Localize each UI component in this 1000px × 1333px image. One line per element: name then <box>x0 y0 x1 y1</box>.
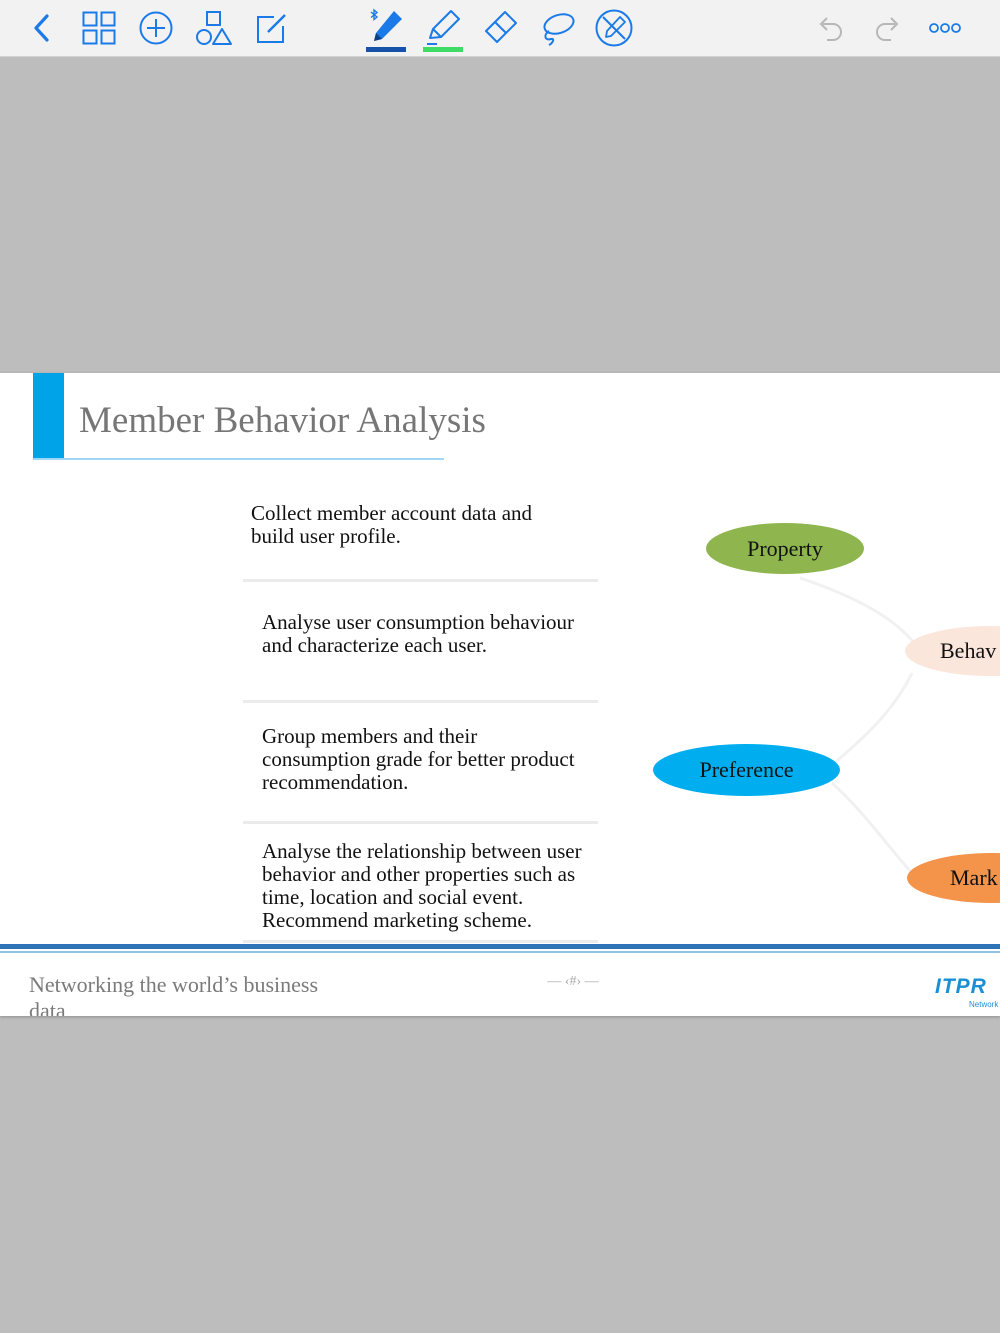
back-button[interactable] <box>20 6 64 50</box>
eraser-tool-button[interactable] <box>478 6 522 50</box>
list-item: Analyse user consumption behaviour and c… <box>262 611 574 657</box>
footer-divider <box>0 944 1000 949</box>
node-label: Preference <box>699 757 794 782</box>
list-item-line: Group members and their <box>262 724 478 748</box>
pen-tool-button[interactable] <box>364 6 408 52</box>
pen-color-indicator <box>366 47 406 52</box>
pen-off-icon <box>595 9 633 47</box>
list-item: Analyse the relationship between user be… <box>262 840 582 932</box>
undo-icon <box>819 17 842 41</box>
footer-tagline-line: data <box>29 998 66 1016</box>
shapes-button[interactable] <box>192 6 236 50</box>
eraser-icon <box>485 11 517 43</box>
slide-canvas[interactable]: Member Behavior Analysis Collect member … <box>0 373 1000 1016</box>
redo-icon <box>876 17 899 41</box>
list-item: Group members and their consumption grad… <box>262 725 575 794</box>
disable-pen-button[interactable] <box>592 6 636 50</box>
item-divider <box>243 940 598 943</box>
list-item-line: recommendation. <box>262 770 409 794</box>
shapes-icon <box>196 11 232 45</box>
edit-square-icon <box>257 14 286 43</box>
more-icon <box>929 23 961 33</box>
chevron-left-icon <box>34 14 49 42</box>
item-divider <box>243 700 598 703</box>
more-button[interactable] <box>923 6 967 50</box>
list-item-line: behavior and other properties such as <box>262 862 576 886</box>
item-divider <box>243 579 598 582</box>
node-label: Mark <box>950 865 998 890</box>
list-item-line: Analyse user consumption behaviour <box>262 610 575 634</box>
diagram-connectors <box>799 576 924 875</box>
slide-title: Member Behavior Analysis <box>79 400 486 441</box>
list-item-line: build user profile. <box>251 524 401 548</box>
title-accent-bar <box>33 373 64 459</box>
lasso-tool-button[interactable] <box>535 6 579 50</box>
add-button[interactable] <box>134 6 178 50</box>
plus-circle-icon <box>139 11 173 45</box>
company-logo-subtext: Network <box>969 1000 999 1009</box>
list-item: Collect member account data and build us… <box>251 502 532 548</box>
list-item-line: Recommend marketing scheme. <box>262 908 532 932</box>
redo-button[interactable] <box>866 6 910 50</box>
edit-button[interactable] <box>249 6 293 50</box>
list-item-line: time, location and social event. <box>262 885 524 909</box>
node-label: Property <box>747 535 823 561</box>
highlighter-color-indicator <box>423 47 463 52</box>
node-property[interactable]: Property <box>706 523 864 574</box>
undo-button[interactable] <box>808 6 852 50</box>
node-preference[interactable]: Preference <box>653 744 840 796</box>
page-number: — ‹#› — <box>547 974 599 989</box>
bluetooth-pen-icon <box>370 8 402 41</box>
title-underline <box>33 458 444 460</box>
node-label: Behav <box>940 638 997 663</box>
highlighter-icon <box>427 10 460 45</box>
company-logo: ITPR <box>935 975 987 998</box>
thumbnails-button[interactable] <box>77 6 121 50</box>
list-item-line: Analyse the relationship between user <box>262 839 582 863</box>
list-item-line: consumption grade for better product <box>262 747 575 771</box>
highlighter-tool-button[interactable] <box>421 6 465 52</box>
footer-tagline-line: Networking the world’s business <box>29 972 319 997</box>
top-toolbar <box>0 0 1000 57</box>
lasso-icon <box>543 13 575 46</box>
footer-tagline: Networking the world’s business data <box>29 972 359 1016</box>
list-item-line: and characterize each user. <box>262 633 488 657</box>
grid-icon <box>82 11 116 45</box>
list-item-line: Collect member account data and <box>251 501 533 525</box>
item-divider <box>243 821 598 824</box>
footer-divider-thin <box>0 951 1000 953</box>
